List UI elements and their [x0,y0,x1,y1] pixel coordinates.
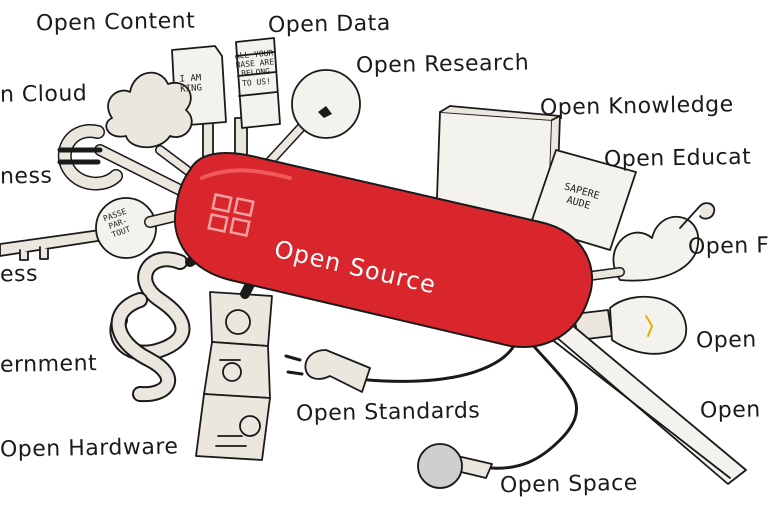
knife-logo [207,193,255,237]
label-open-right-3: Open [699,397,761,424]
label-open-right-2: Open [695,327,757,354]
label-open-space: Open Space [499,470,638,499]
label-open-standards: Open Standards [295,398,481,427]
bulb-tool [573,295,687,355]
label-open-right-1: Open F [687,233,768,260]
label-open-knowledge: Open Knowledge [539,92,734,121]
book-tool [435,105,561,257]
label-open-content: Open Content [35,8,196,37]
label-open-hardware: Open Hardware [0,434,179,463]
label-open-data: Open Data [267,10,391,39]
label-open-education: Open Educat [603,144,752,173]
hardware-tool [195,260,273,461]
paragraph-tool [109,245,215,403]
label-open-cloud: n Cloud [0,81,88,108]
euro-tool [57,124,196,201]
cloud-tool [105,71,205,185]
knife-body [174,152,593,348]
microphone-tool [417,328,579,489]
key-tool [0,197,206,261]
label-open-access: ess [0,261,39,288]
label-open-research: Open Research [355,50,530,79]
base-sign-text: ALL YOUR BASE ARE BELONG TO US! [234,48,275,88]
king-sign-text: I AM KING [179,73,203,96]
label-open-government: ernment [0,351,98,378]
label-open-business: ness [0,163,53,190]
